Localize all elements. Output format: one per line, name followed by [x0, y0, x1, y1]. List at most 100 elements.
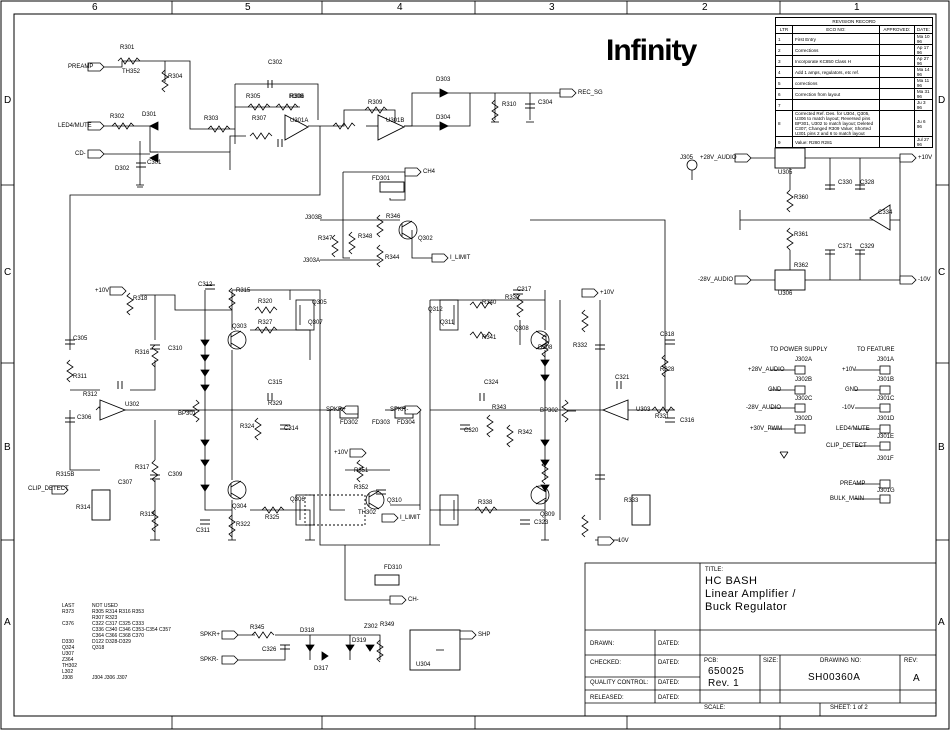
zone-label-3: 3 [549, 2, 555, 13]
opamps [99, 114, 891, 421]
component-label-c328: C328 [860, 180, 875, 186]
revision-cell-date: Ma 31 96 [913, 88, 934, 100]
revision-cell-approved [878, 33, 915, 45]
resistor-r309 [364, 106, 388, 114]
label-minus28v-audio: -28V_AUDIO [698, 277, 734, 283]
label-preamp: PREAMP [68, 64, 94, 70]
diode-d303 [439, 88, 449, 98]
component-label-c314: C314 [284, 426, 299, 432]
legend-value: R305 R314 R316 R353 [92, 609, 144, 615]
revision-cell-date: Ma 14 96 [913, 66, 934, 78]
capacitor-c310 [150, 344, 160, 350]
component-label-fd302: FD302 [340, 420, 359, 426]
label-i-limit: I_LIMIT [450, 255, 471, 261]
component-label-r340: R340 [482, 300, 497, 306]
capacitor-c330 [825, 184, 835, 190]
feature-conn-led-mute: LED4/MUTE [836, 426, 870, 432]
component-label-q312: Q312 [428, 307, 443, 313]
resistor-r341 [469, 331, 493, 339]
legend-key: C376 [62, 621, 74, 627]
legend-key: Q324 [62, 645, 75, 651]
diode-d313 [540, 374, 550, 382]
component-label-bp301: BP301 [178, 411, 197, 417]
component-label-u302: U302 [125, 402, 140, 408]
ground-symbols [136, 121, 789, 651]
fuse-fd301 [379, 181, 405, 193]
connector-28v-audio [734, 153, 752, 163]
component-label-r313: R313 [140, 512, 155, 518]
revision-cell-ltr: 8 [775, 110, 793, 137]
component-label-r349: R349 [380, 622, 395, 628]
legend-row: C364 C366 C368 C370 [62, 633, 171, 639]
regulator-u305 [774, 147, 806, 169]
ps-conn-minus28v: -28V_AUDIO [746, 405, 782, 411]
resistor-r324 [254, 417, 262, 441]
revision-cell-eco: Value: R280 R281 [791, 136, 880, 148]
feature-ref-a: J301A [877, 357, 895, 363]
pcb-label: PCB: [704, 658, 719, 664]
feature-conn-bulk-main: BULK_MAIN [830, 496, 865, 502]
component-label-j303a: J303A [303, 258, 321, 264]
label-cd: CD- [75, 151, 86, 157]
component-label-r316: R316 [135, 350, 150, 356]
component-label-r328: R328 [660, 367, 675, 373]
resistor-r343 [486, 414, 494, 438]
legend-value: J304 J306 J307 [92, 675, 128, 681]
capacitor-c318 [665, 339, 675, 345]
capacitor-c322 [595, 474, 605, 480]
power-supply-ref-b: J302B [795, 377, 813, 383]
connector-shp [459, 630, 477, 640]
legend-row: U307 [62, 651, 171, 657]
resistor-r303 [207, 125, 231, 133]
power-supply-title: TO POWER SUPPLY [770, 347, 828, 353]
rev-header-ltr: LTR [775, 25, 793, 34]
revision-cell-date: Ap 27 96 [913, 55, 934, 67]
resistor-r333 [541, 461, 549, 485]
legend-key: D330 [62, 639, 74, 645]
label-spkr-minus: SPKR- [390, 407, 409, 413]
capacitor-c371 [825, 249, 835, 255]
revision-cell-ltr: 5 [775, 77, 793, 89]
infinity-logo: Infinity [606, 34, 697, 67]
connector-spkr-plus-bottom [221, 630, 239, 640]
resistor-r340 [469, 301, 493, 309]
connector-rec-sg [559, 88, 577, 98]
capacitor-c317 [513, 289, 523, 295]
title-block-lines [584, 562, 937, 717]
component-label-q306: Q306 [290, 497, 305, 503]
revision-cell-ltr: 9 [775, 136, 793, 148]
ps-conn-gnd: GND [768, 387, 782, 393]
revision-row: 7 Ju 3 96 [775, 99, 934, 111]
diode-d318 [305, 644, 315, 652]
revision-cell-date: Ju 6 96 [913, 110, 934, 137]
legend-key: TH302 [62, 663, 78, 669]
component-label-c317: C317 [517, 287, 532, 293]
diode-d310 [200, 459, 210, 467]
diode-d306 [200, 354, 210, 362]
feature-conn-minus10v: -10V [842, 405, 855, 411]
revision-cell-eco: Correction from layout [791, 88, 880, 100]
legend-row: L302 [62, 669, 171, 675]
legend-value: C336 C340 C346 C353-C354 C357 [92, 627, 171, 633]
component-label-r360: R360 [794, 195, 809, 201]
revision-cell-ltr: 7 [775, 99, 793, 111]
inductor-r333 [631, 494, 651, 526]
component-label-r333: R333 [624, 498, 639, 504]
component-label-d301: D301 [142, 112, 157, 118]
component-label-r324: R324 [240, 424, 255, 430]
diode-d309 [200, 439, 210, 447]
revision-cell-date: Ju 3 96 [913, 99, 934, 111]
component-label-r348: R348 [358, 234, 373, 240]
transistor-q309 [530, 485, 550, 505]
component-label-c318: C318 [660, 332, 675, 338]
quality-control-label: QUALITY CONTROL: [590, 680, 649, 686]
revision-cell-eco: First Entry [791, 33, 880, 45]
optocoupler-u304 [409, 629, 461, 671]
resistor-r351 [356, 459, 364, 483]
diode-d304 [439, 121, 449, 131]
resistor-r331 [651, 406, 675, 414]
component-label-r309: R309 [368, 100, 383, 106]
component-label-th352: TH352 [122, 69, 141, 75]
